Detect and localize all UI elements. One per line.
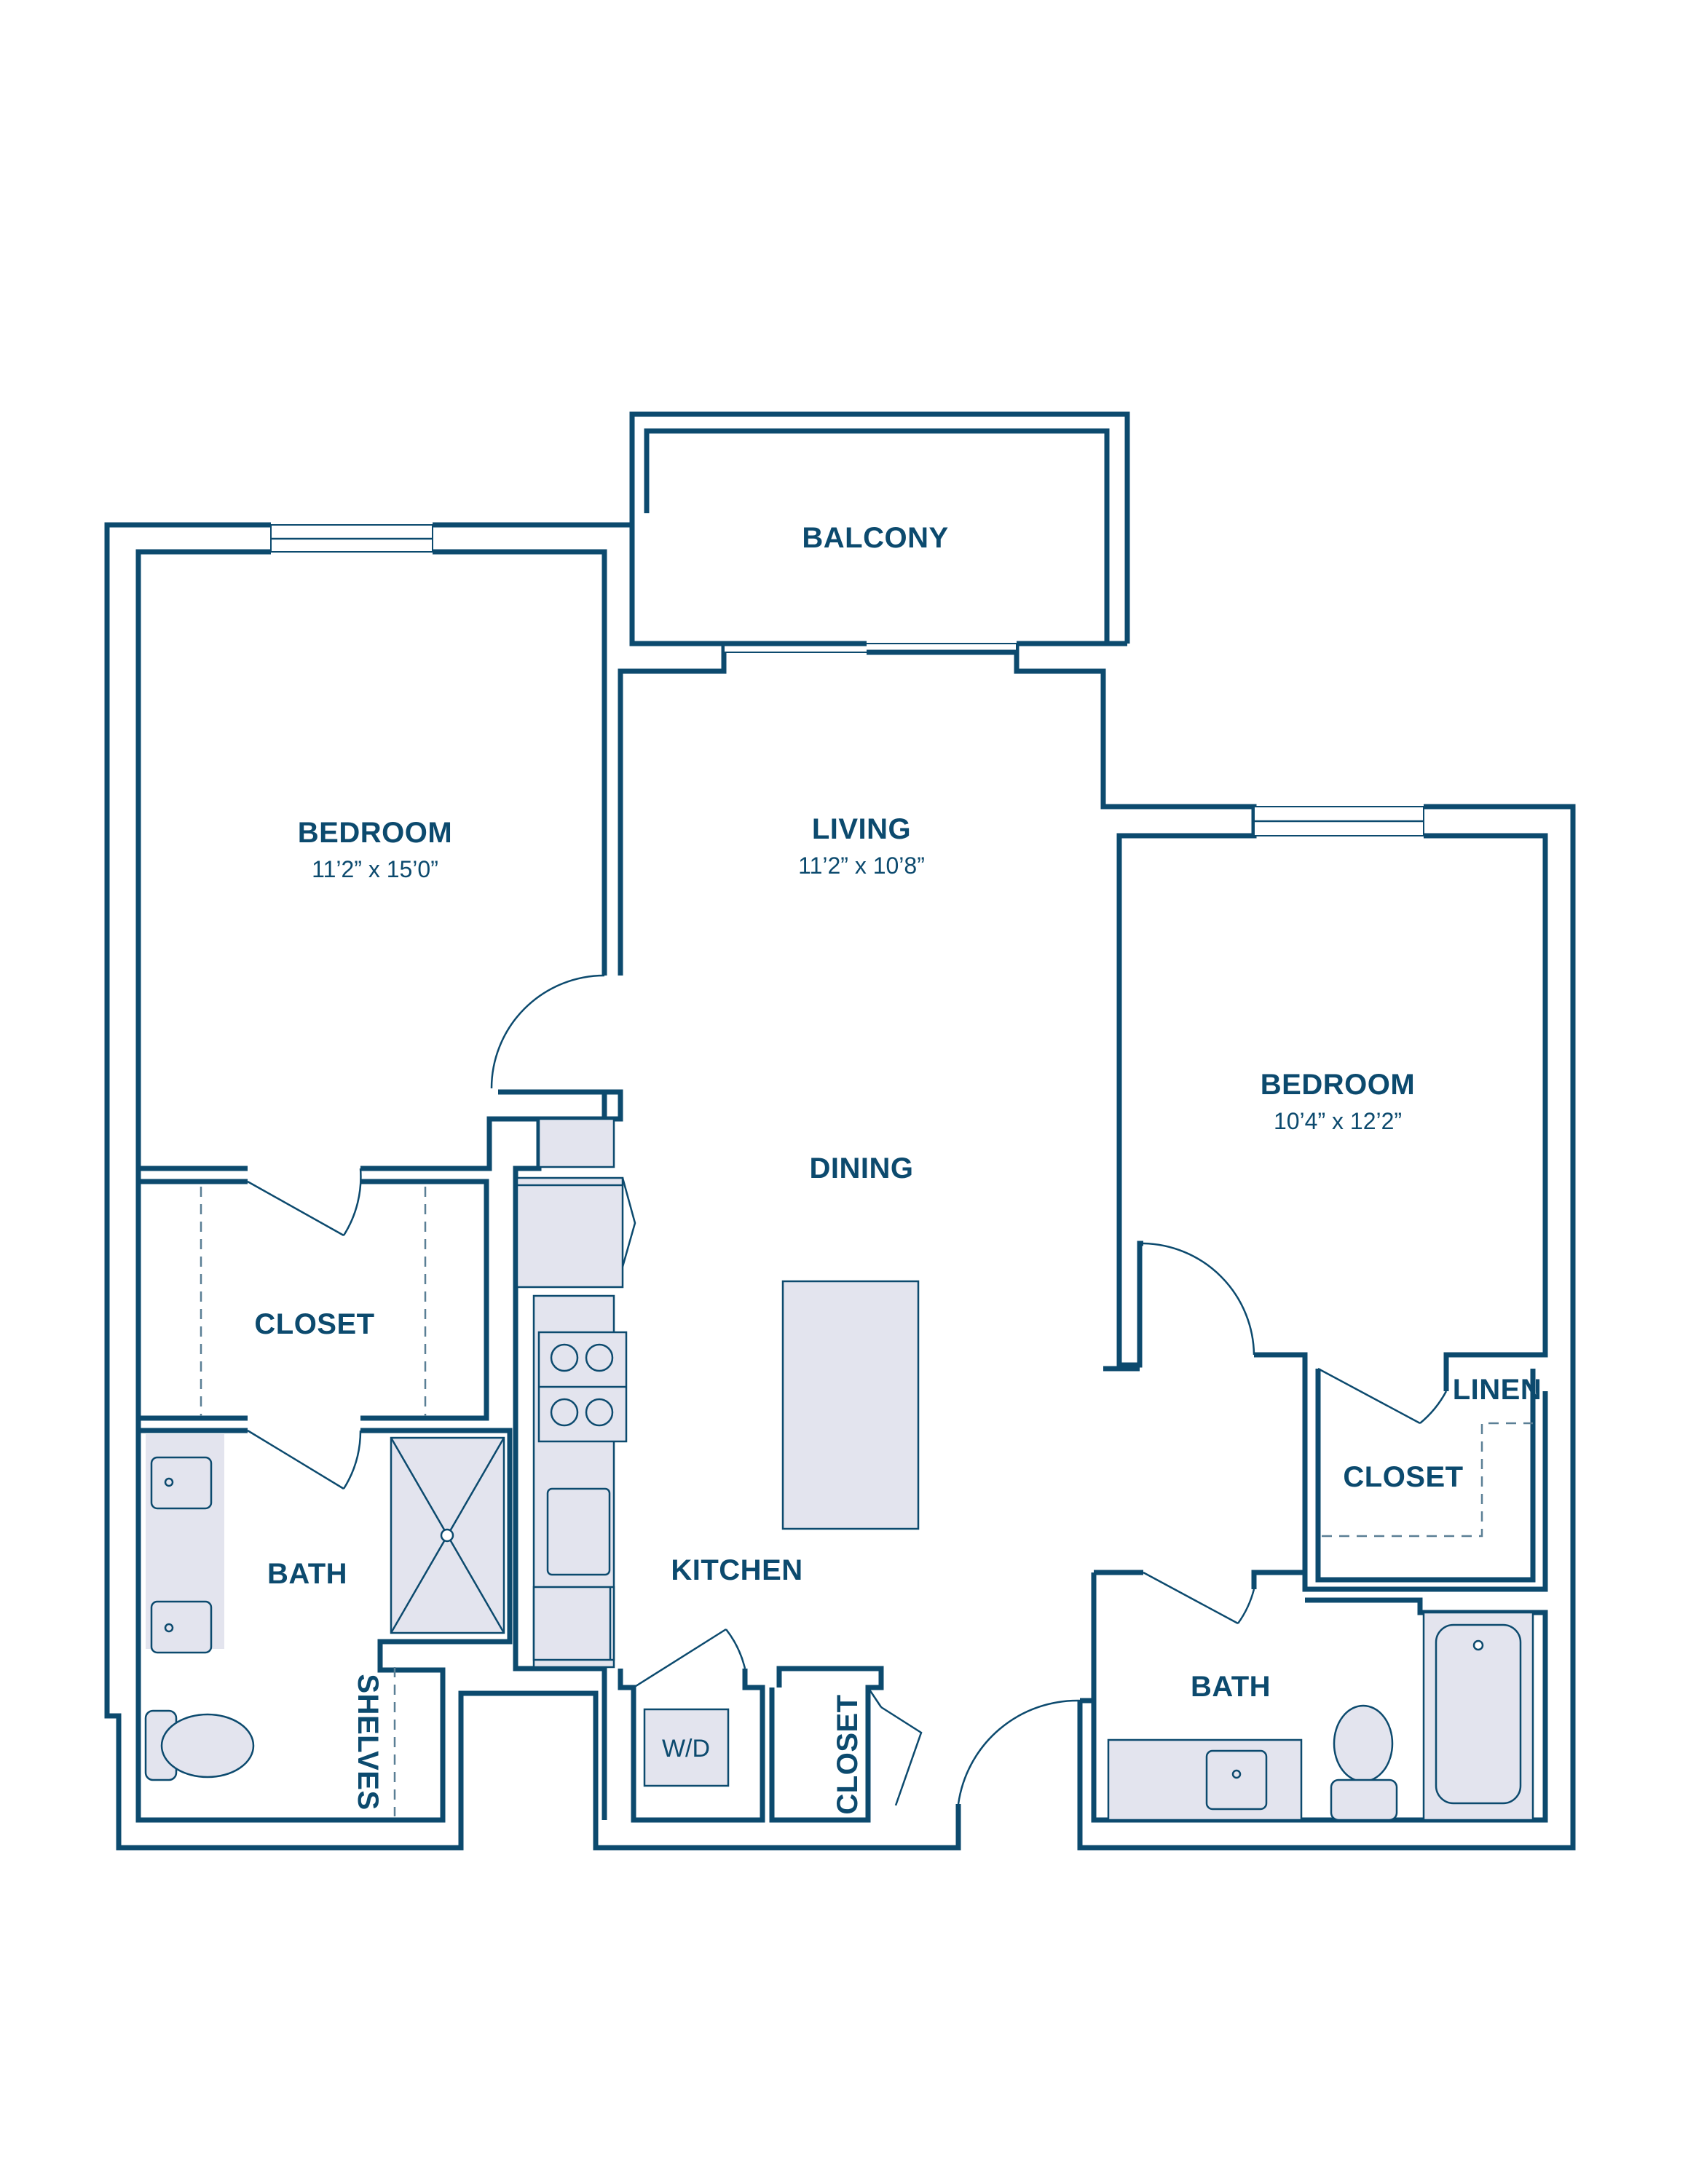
left-outer-wall: [104, 522, 961, 1851]
hall-closet-door: [867, 1687, 923, 1806]
living-right-wall: [1014, 644, 1257, 1368]
living-dimensions: 11’2” x 10’8”: [798, 852, 925, 879]
right-bedroom-dimensions: 10’4” x 12’2”: [1274, 1108, 1402, 1134]
right-closet-door: [1317, 1367, 1448, 1425]
left-sink-1: [150, 1456, 213, 1510]
windows: [270, 524, 1424, 836]
balcony-label: BALCONY: [802, 522, 948, 554]
right-toilet-tank: [1330, 1779, 1398, 1821]
fridge-door: [621, 1177, 636, 1267]
right-bedroom-door: [1143, 1242, 1255, 1356]
washer-dryer-label: W/D: [662, 1735, 710, 1762]
right-bedroom-label: BEDROOM: [1261, 1069, 1415, 1101]
shelves-label: SHELVES: [352, 1674, 384, 1810]
left-bedroom-label: BEDROOM: [298, 817, 452, 849]
kitchen-upper-wall: [513, 1089, 623, 1820]
left-faucet-1: [164, 1477, 174, 1487]
left-closet-walls: [138, 1179, 513, 1653]
burner-1: [550, 1343, 579, 1372]
doors: [247, 974, 1448, 1806]
left-sink-2: [150, 1600, 213, 1654]
right-closet-wall: [1315, 1369, 1536, 1583]
left-bedroom-bottom: [138, 1089, 607, 1171]
washer-dryer: [643, 1708, 730, 1787]
hall-closet-label: CLOSET: [832, 1694, 864, 1814]
right-closet-label: CLOSET: [1343, 1461, 1463, 1493]
left-closet-door-1: [247, 1168, 362, 1237]
refrigerator: [516, 1176, 624, 1289]
left-faucet-2: [164, 1623, 174, 1633]
left-shower-drain: [440, 1528, 454, 1543]
balcony-outer-wall: [629, 411, 1130, 644]
right-bath-wall: [1091, 1570, 1548, 1823]
left-toilet-bowl: [160, 1713, 255, 1779]
dishwasher: [532, 1586, 615, 1661]
right-bath-door: [1143, 1571, 1255, 1625]
kitchen-island: [781, 1280, 920, 1530]
right-sink: [1205, 1749, 1268, 1811]
kitchen-sink: [546, 1487, 611, 1576]
burner-3: [550, 1398, 579, 1427]
right-outer-wall: [1077, 804, 1576, 1851]
living-label: LIVING: [812, 813, 911, 845]
balcony-inner-wall: [644, 428, 1110, 644]
left-closet-label: CLOSET: [254, 1308, 374, 1340]
right-vanity: [1107, 1738, 1303, 1821]
left-bedroom-dimensions: 11’2” x 15’0”: [312, 856, 438, 882]
kitchen-label: KITCHEN: [671, 1554, 802, 1586]
fixtures: [144, 1117, 1534, 1821]
labels: BALCONY LIVING 11’2” x 10’8” DINING BEDR…: [254, 522, 1542, 1815]
left-top-window-right: [433, 517, 635, 976]
right-tub-inner: [1435, 1623, 1522, 1805]
right-top-window-right: [1424, 833, 1548, 1391]
right-bath-label: BATH: [1191, 1671, 1271, 1703]
linen-label: LINEN: [1453, 1374, 1542, 1406]
right-closet-rod: [1322, 1422, 1533, 1538]
right-bedroom-lower: [1103, 1352, 1548, 1592]
kitchen-upper-cabinet: [537, 1117, 615, 1168]
right-faucet: [1231, 1769, 1242, 1779]
balcony-lower-wall: [629, 517, 1127, 646]
right-toilet-bowl: [1333, 1704, 1394, 1783]
left-inner-wall: [135, 549, 446, 1823]
left-bath-label: BATH: [267, 1558, 347, 1590]
left-closet-door-2: [247, 1429, 362, 1490]
right-tub-drain: [1472, 1639, 1484, 1651]
dining-label: DINING: [810, 1152, 914, 1184]
burner-2: [585, 1343, 614, 1372]
left-bedroom-door: [490, 974, 605, 1089]
burner-4: [585, 1398, 614, 1427]
entry-door: [957, 1699, 1081, 1805]
walls: [104, 411, 1576, 1851]
right-bath-left-wall: [1080, 1572, 1097, 1704]
wd-door: [633, 1628, 746, 1689]
living-left-wall: [618, 644, 727, 976]
hall-closet-walls: [868, 1685, 961, 1848]
